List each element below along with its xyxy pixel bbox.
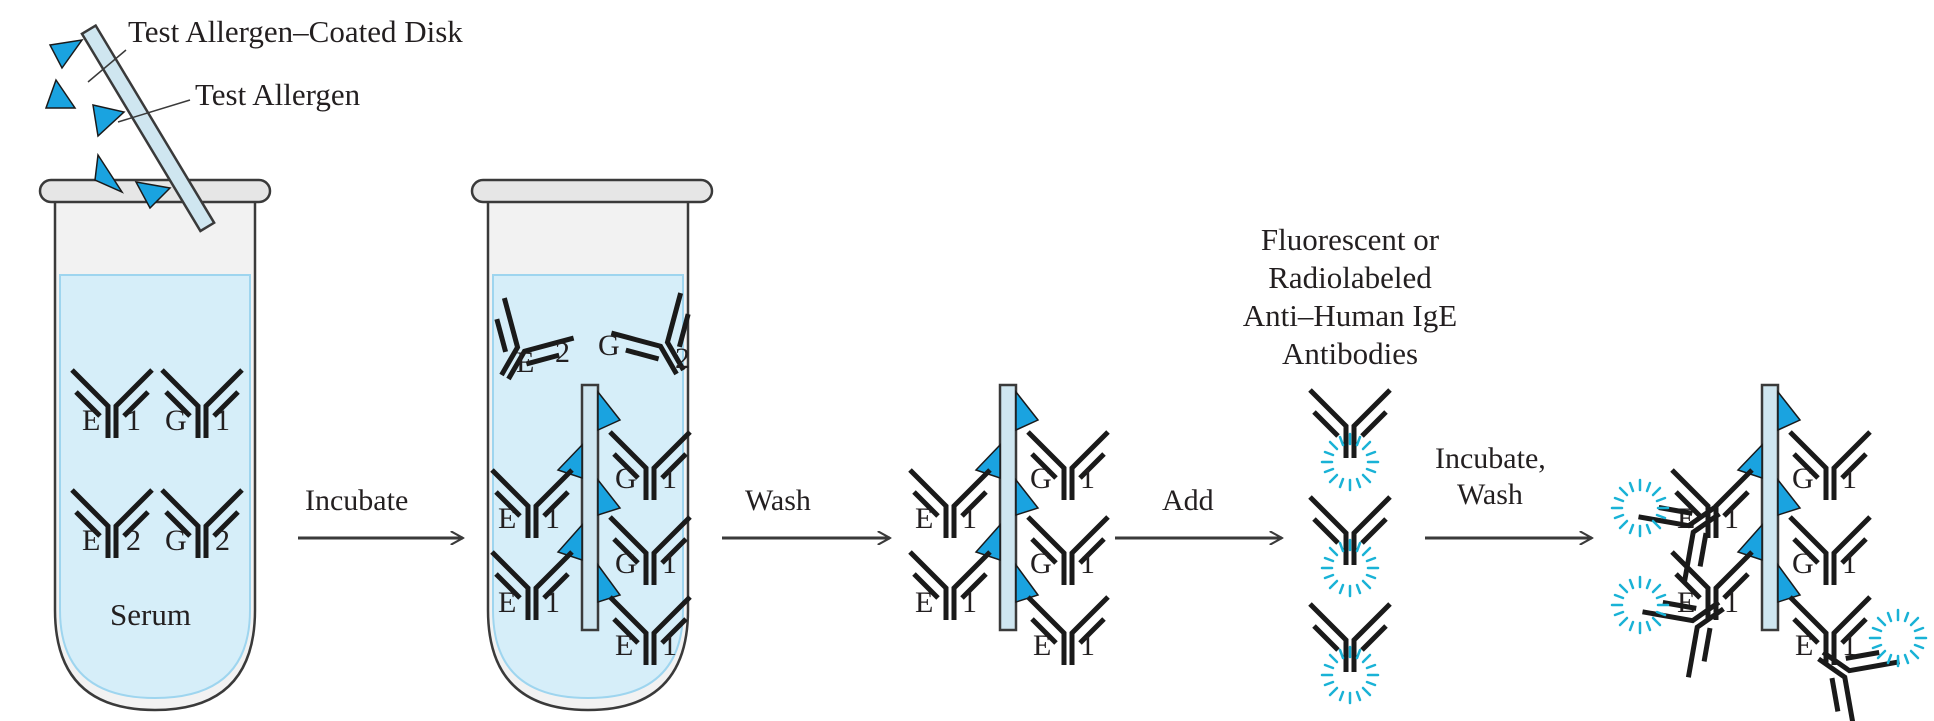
antibody-type-label: 1: [662, 629, 677, 662]
antibody-type-label: E: [82, 524, 100, 557]
antibody-type-label: E: [615, 629, 633, 662]
antibody-type-label: G: [165, 524, 187, 557]
antibody-type-label: 2: [555, 336, 570, 369]
anti-ige-antibody-icon: [1310, 604, 1390, 705]
antibody-type-label: 1: [1080, 629, 1095, 662]
antibody-type-label: 2: [675, 342, 690, 375]
antibody-type-label: E: [498, 586, 516, 619]
antibody-type-label: 1: [1842, 462, 1857, 495]
antibody-type-label: E: [915, 502, 933, 535]
antibody-type-label: 1: [1724, 502, 1739, 535]
antibody-type-label: E: [516, 346, 534, 379]
coated-disk-icon: [1736, 383, 1802, 632]
antibody-type-label: 1: [1080, 547, 1095, 580]
antibody-type-label: 2: [215, 524, 230, 557]
serum-label: Serum: [110, 597, 191, 632]
antibody-type-label: G: [1792, 462, 1814, 495]
antibody-type-label: 2: [126, 524, 141, 557]
antibody-type-label: E: [915, 586, 933, 619]
antibody-type-label: E: [82, 404, 100, 437]
antibody-type-label: 1: [1842, 547, 1857, 580]
allergen-label: Test Allergen: [195, 77, 361, 112]
antibody-type-label: 1: [962, 586, 977, 619]
antibody-type-label: 1: [1842, 629, 1857, 662]
step-incubate-label: Incubate: [305, 484, 408, 517]
antibody-type-label: 1: [126, 404, 141, 437]
step-incubate-wash-label-line2: Wash: [1457, 478, 1523, 511]
antibody-type-label: G: [165, 404, 187, 437]
antibody-type-label: 1: [545, 502, 560, 535]
antibody-type-label: G: [615, 462, 637, 495]
anti-ige-antibody-icon: [1310, 390, 1390, 492]
step-wash-label: Wash: [745, 484, 811, 517]
anti-ige-label-line2: Radiolabeled: [1268, 260, 1432, 295]
anti-ige-label-line4: Antibodies: [1282, 336, 1418, 371]
antibody-type-label: G: [1030, 547, 1052, 580]
antibody-type-label: 1: [962, 502, 977, 535]
test-tube-1: [38, 178, 272, 712]
antibody-type-label: G: [1030, 462, 1052, 495]
antibody-type-label: E: [1033, 629, 1051, 662]
step-add-label: Add: [1162, 484, 1214, 517]
antibody-type-label: 1: [1724, 586, 1739, 619]
antibody-type-label: 1: [1080, 462, 1095, 495]
antibody-type-label: E: [1677, 586, 1695, 619]
antibody-type-label: E: [1795, 629, 1813, 662]
antibody-type-label: 1: [662, 547, 677, 580]
step-incubate-wash-label-line1: Incubate,: [1435, 442, 1546, 475]
disk-label: Test Allergen–Coated Disk: [128, 14, 463, 49]
anti-ige-label-line1: Fluorescent or: [1261, 222, 1440, 257]
anti-ige-antibody-icon: [1310, 497, 1390, 598]
coated-disk-icon: [974, 383, 1040, 632]
antibody-type-label: G: [598, 329, 620, 362]
anti-ige-label-line3: Anti–Human IgE: [1243, 298, 1457, 333]
antibody-type-label: 1: [545, 586, 560, 619]
antibody-type-label: G: [615, 547, 637, 580]
antibody-type-label: 1: [215, 404, 230, 437]
allergen-coated-disk-icon: [44, 23, 216, 233]
antibody-type-label: G: [1792, 547, 1814, 580]
antibody-type-label: E: [498, 502, 516, 535]
antibody-type-label: 1: [662, 462, 677, 495]
